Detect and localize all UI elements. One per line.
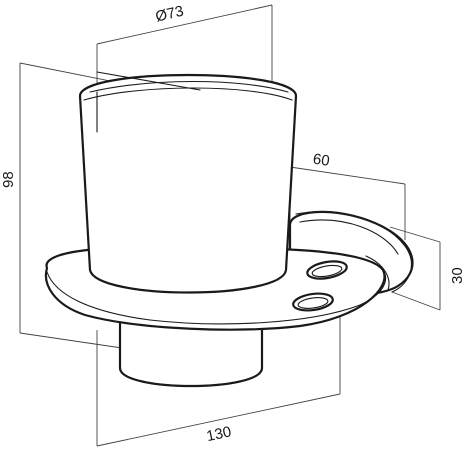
bracket-edge-line: [295, 211, 412, 293]
height-ext-bottom: [19, 332, 123, 349]
plate-right-edge: [365, 255, 390, 291]
cup-bottom: [118, 316, 264, 388]
cup-bottom-body: [118, 316, 264, 388]
hole-lower-inner: [297, 297, 329, 309]
thickness-ext-top: [389, 226, 441, 243]
hole-upper-inner: [311, 264, 343, 278]
cup-body: [78, 73, 298, 294]
height-label: 98: [0, 171, 17, 188]
toothbrush-holes: [292, 260, 348, 312]
depth-dim-line: [289, 166, 406, 185]
width-label: 130: [205, 423, 233, 445]
width-dim-line: [96, 393, 341, 447]
cup-top: [78, 73, 298, 294]
diameter-dim-line: [96, 4, 273, 45]
dimension-lines: [19, 4, 441, 447]
cup-highlight-line: [96, 71, 201, 91]
depth-label: 60: [312, 151, 331, 170]
thickness-ext-bottom: [391, 291, 441, 311]
bracket-inner-curve: [299, 219, 399, 255]
thickness-label: 30: [449, 267, 464, 284]
cup-rim-inner: [83, 87, 293, 101]
diameter-label: Ø73: [154, 3, 185, 26]
cup-rim-back: [89, 80, 289, 93]
plate-thickness-edge: [46, 271, 387, 325]
